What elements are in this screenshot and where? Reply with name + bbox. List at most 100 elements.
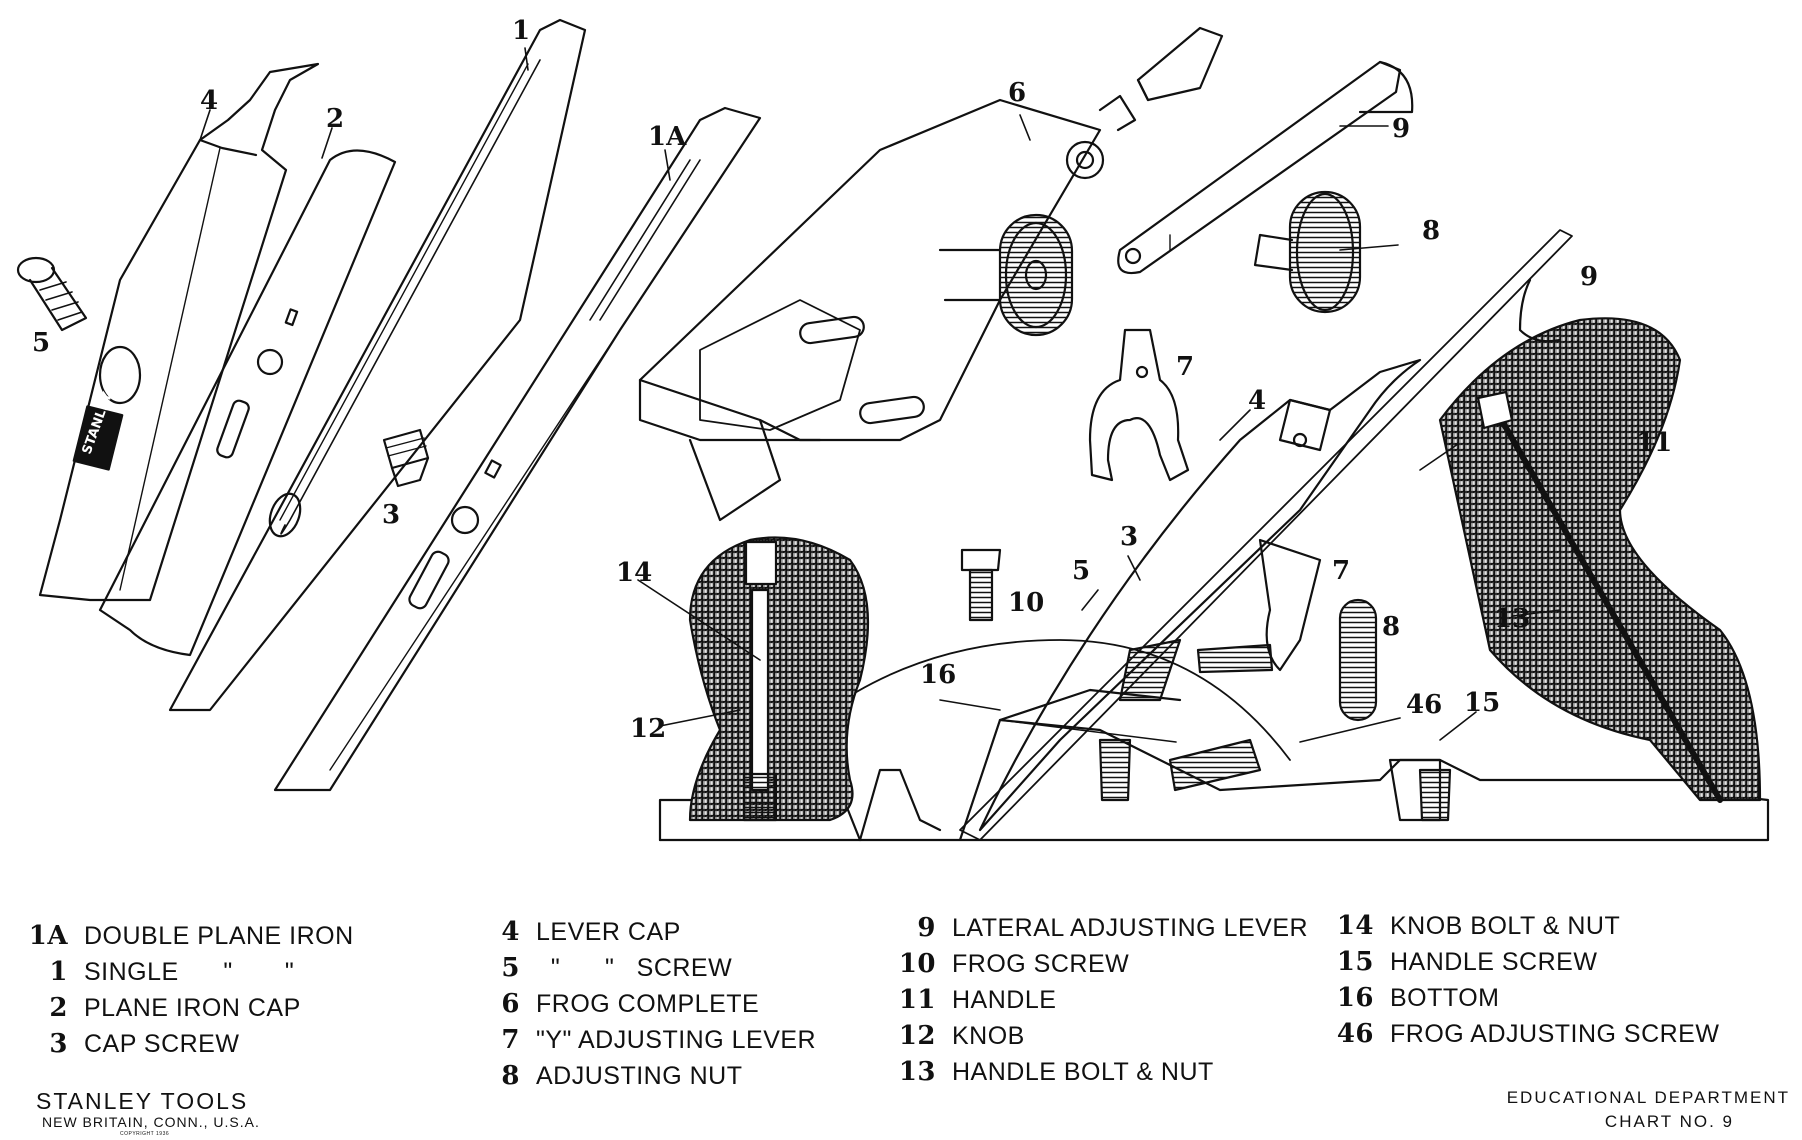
legend-row: 11 HANDLE: [880, 982, 1308, 1018]
legend-text: FROG ADJUSTING SCREW: [1390, 1019, 1720, 1048]
callout-5-top: 5: [32, 328, 51, 358]
legend-row: 5 " " SCREW: [464, 950, 816, 986]
legend-row: 16 BOTTOM: [1318, 980, 1719, 1016]
lateral-lever-part-top: [1117, 60, 1414, 275]
leader-lines: [199, 47, 1561, 743]
lever-tip-part: [1136, 26, 1224, 102]
legend-num: 9: [917, 913, 936, 943]
brand-location: NEW BRITAIN, CONN., U.S.A.: [42, 1114, 260, 1130]
department-label: EDUCATIONAL DEPARTMENT: [1506, 1088, 1790, 1107]
adjusting-nut-part: [1253, 190, 1362, 314]
legend-text: " " SCREW: [536, 953, 733, 982]
legend-row: 12 KNOB: [880, 1018, 1308, 1054]
legend-text: BOTTOM: [1390, 983, 1500, 1012]
callout-1a: 1A: [648, 122, 687, 152]
callout-4-mid: 4: [1248, 386, 1267, 416]
legend-num: 46: [1336, 1019, 1374, 1049]
assembled-iron-part: [959, 229, 1573, 841]
lever-cap-screw-part: [16, 256, 88, 332]
callout-5-mid: 5: [1072, 556, 1091, 586]
legend-num: 1A: [28, 921, 68, 951]
legend-text: "Y" ADJUSTING LEVER: [536, 1025, 817, 1054]
legend-num: 4: [501, 917, 520, 947]
callout-8-mid: 8: [1382, 612, 1401, 642]
legend-num: 8: [501, 1061, 520, 1091]
callout-11: 11: [1636, 428, 1673, 458]
legend-num: 12: [898, 1021, 936, 1051]
legend-num: 6: [501, 989, 520, 1019]
legend-text: FROG COMPLETE: [536, 989, 760, 1018]
legend-row: 1A DOUBLE PLANE IRON: [12, 918, 354, 954]
callout-3-mid: 3: [1120, 522, 1139, 552]
plane-iron-cap-part: [98, 149, 397, 657]
chart-number: CHART NO. 9: [1604, 1112, 1734, 1131]
assembled-adjusters-part: [1098, 538, 1452, 822]
callout-46: 46: [1406, 690, 1443, 720]
legend-column-2: 4 LEVER CAP 5 " " SCREW 6 FROG COMPLETE 7 "…: [464, 914, 816, 1094]
callout-4-top: 4: [200, 86, 219, 116]
handle-part: [1438, 317, 1762, 803]
legend-row: 7 "Y" ADJUSTING LEVER: [464, 1022, 816, 1058]
legend-text: DOUBLE PLANE IRON: [84, 921, 354, 950]
legend-row: 46 FROG ADJUSTING SCREW: [1318, 1016, 1719, 1052]
legend-num: 7: [501, 1025, 520, 1055]
legend-text: ADJUSTING NUT: [536, 1061, 743, 1090]
callout-3-top: 3: [382, 500, 401, 530]
legend-text: LATERAL ADJUSTING LEVER: [952, 913, 1309, 942]
callout-2: 2: [326, 104, 345, 134]
callout-16: 16: [920, 660, 957, 690]
legend-text: HANDLE SCREW: [1390, 947, 1598, 976]
legend-num: 5: [501, 953, 520, 983]
legend-text: KNOB BOLT & NUT: [1390, 911, 1621, 940]
lever-cap-part: [38, 62, 320, 602]
legend-text: SINGLE " ": [84, 957, 295, 986]
copyright: COPYRIGHT 1936: [120, 1131, 170, 1137]
legend-row: 9 LATERAL ADJUSTING LEVER: [880, 910, 1308, 946]
legend-text: CAP SCREW: [84, 1029, 240, 1058]
frog-screw-part: [960, 548, 1002, 622]
callout-9-mid: 9: [1580, 262, 1599, 292]
legend-row: 4 LEVER CAP: [464, 914, 816, 950]
callout-1: 1: [512, 16, 531, 46]
legend-text: KNOB: [952, 1021, 1025, 1050]
callout-8-top: 8: [1422, 216, 1441, 246]
double-plane-iron-part: [273, 106, 762, 792]
frog-complete-part: [638, 94, 1137, 522]
legend-num: 10: [898, 949, 936, 979]
callout-14: 14: [616, 558, 653, 588]
cap-screw-part: [382, 428, 430, 488]
callout-10: 10: [1008, 588, 1045, 618]
legend-row: 3 CAP SCREW: [12, 1026, 354, 1062]
legend-num: 2: [49, 993, 68, 1023]
callout-7-top: 7: [1176, 352, 1195, 382]
legend-num: 13: [898, 1057, 936, 1087]
callout-15: 15: [1464, 688, 1501, 718]
legend-text: LEVER CAP: [536, 917, 681, 946]
y-adjusting-lever-part: [1088, 328, 1190, 482]
legend-text: HANDLE: [952, 985, 1057, 1014]
legend-num: 14: [1336, 911, 1374, 941]
single-plane-iron-part: [168, 18, 587, 712]
callout-6: 6: [1008, 78, 1027, 108]
legend-num: 11: [898, 985, 936, 1015]
legend-num: 16: [1336, 983, 1374, 1013]
callout-7-mid: 7: [1332, 556, 1351, 586]
knob-part: [688, 536, 870, 822]
callout-13: 13: [1494, 604, 1531, 634]
legend-text: PLANE IRON CAP: [84, 993, 301, 1022]
brand-name: STANLEY TOOLS: [36, 1088, 249, 1114]
legend-row: 14 KNOB BOLT & NUT: [1318, 908, 1719, 944]
legend-row: 8 ADJUSTING NUT: [464, 1058, 816, 1094]
legend-row: 2 PLANE IRON CAP: [12, 990, 354, 1026]
legend-row: 6 FROG COMPLETE: [464, 986, 816, 1022]
legend-num: 3: [49, 1029, 68, 1059]
